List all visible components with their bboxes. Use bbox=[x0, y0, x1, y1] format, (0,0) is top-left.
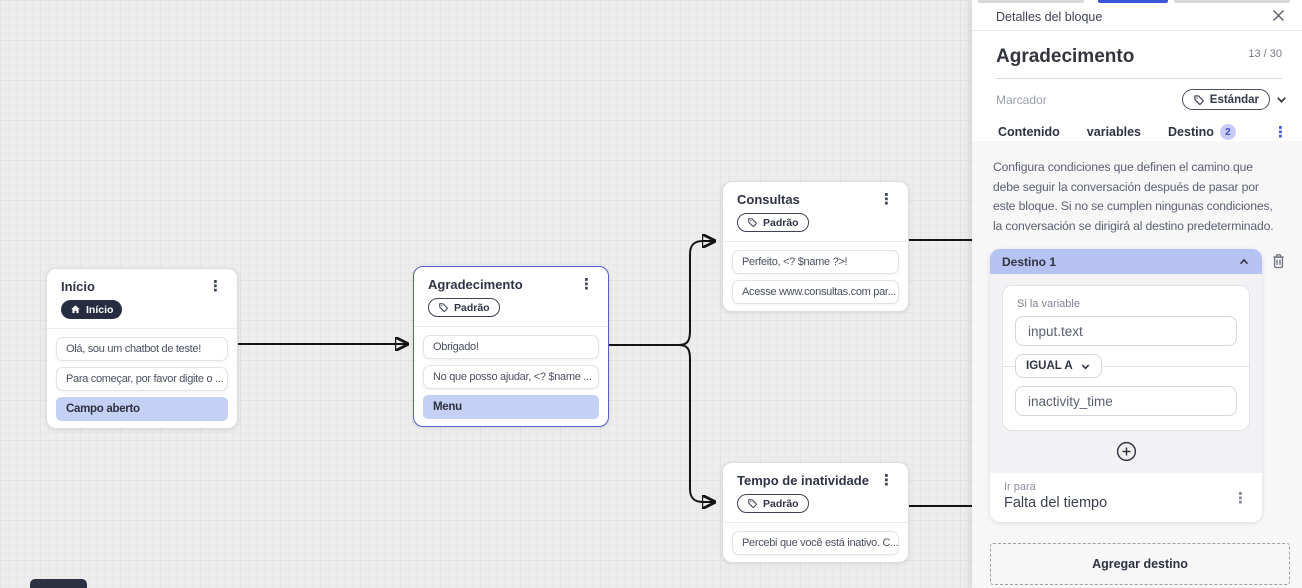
node-title: Agradecimento bbox=[428, 277, 523, 292]
home-icon bbox=[71, 305, 80, 314]
tab-contenido[interactable]: Contenido bbox=[998, 125, 1060, 139]
tab-label: variables bbox=[1086, 125, 1142, 139]
flow-node-consultas[interactable]: Consultas ⋮ Padrão Perfeito, <? $name ?>… bbox=[722, 181, 909, 312]
clipped-tabbar bbox=[972, 0, 1302, 3]
kebab-menu-icon[interactable]: ⋮ bbox=[579, 276, 594, 293]
message-menu[interactable]: Menu bbox=[423, 395, 599, 419]
goto-label: Ir para bbox=[1004, 481, 1036, 493]
badge-label: Padrão bbox=[454, 301, 490, 314]
goto-value[interactable]: Falta del tiempo bbox=[1004, 495, 1108, 511]
message-bubble[interactable]: Perfeito, <? $name ?>! bbox=[732, 250, 899, 274]
char-counter: 13 / 30 bbox=[1248, 48, 1282, 60]
plus-icon bbox=[1116, 441, 1136, 462]
clipped-tab-active-segment bbox=[1098, 0, 1168, 3]
badge-label: Padrão bbox=[763, 216, 799, 229]
kebab-menu-icon[interactable]: ⋮ bbox=[879, 191, 894, 208]
message-open-field[interactable]: Campo aberto bbox=[56, 397, 228, 421]
tab-destino[interactable]: Destino 2 bbox=[1168, 124, 1236, 140]
node-type-badge: Padrão bbox=[737, 213, 809, 232]
destino-header[interactable]: Destino 1 bbox=[990, 249, 1262, 274]
tag-icon bbox=[1194, 94, 1204, 105]
destino-title: Destino 1 bbox=[1002, 254, 1057, 269]
edge-branch-consultas bbox=[678, 241, 713, 346]
variable-input[interactable]: input.text bbox=[1015, 316, 1237, 346]
operator-value: IGUAL A bbox=[1026, 360, 1073, 372]
canvas-scrollbar-thumb[interactable] bbox=[30, 579, 87, 588]
message-bubble[interactable]: Acesse www.consultas.com par... bbox=[732, 280, 899, 304]
tab-variables[interactable]: variables bbox=[1087, 125, 1141, 139]
message-bubble[interactable]: Olá, sou um chatbot de teste! bbox=[56, 337, 228, 361]
marcador-label: Marcador bbox=[996, 92, 1047, 107]
tag-icon bbox=[748, 499, 757, 508]
destino-card: Destino 1 Si la variable input.text IGUA… bbox=[990, 249, 1262, 522]
message-bubble[interactable]: Obrigado! bbox=[423, 335, 599, 359]
block-name-field[interactable]: Agradecimento bbox=[996, 46, 1135, 67]
tab-label: Contenido bbox=[998, 125, 1060, 139]
add-destination-button[interactable]: Agregar destino bbox=[990, 543, 1290, 585]
kebab-menu-icon[interactable]: ⋮ bbox=[208, 278, 223, 295]
chevron-down-icon[interactable] bbox=[1275, 93, 1288, 106]
clipped-tab-segment bbox=[1174, 0, 1290, 3]
chevron-up-icon[interactable] bbox=[1238, 256, 1250, 268]
tag-icon bbox=[439, 303, 448, 312]
tab-label: Destino bbox=[1168, 125, 1214, 139]
flow-node-agradecimento[interactable]: Agradecimento ⋮ Padrão Obrigado! No que … bbox=[413, 266, 609, 427]
tag-icon bbox=[748, 218, 757, 227]
node-divider bbox=[723, 522, 908, 523]
destino-description: Configura condiciones que definen el cam… bbox=[993, 160, 1274, 233]
panel-title: Detalles del bloque bbox=[996, 9, 1103, 24]
node-divider bbox=[47, 328, 237, 329]
value-input[interactable]: inactivity_time bbox=[1015, 386, 1237, 416]
operator-select[interactable]: IGUAL A bbox=[1015, 354, 1102, 378]
node-title: Tempo de inatividade bbox=[737, 473, 869, 488]
condition-card: Si la variable input.text IGUAL A inacti… bbox=[1002, 285, 1250, 431]
goto-row: Ir para Falta del tiempo ⋮ bbox=[990, 473, 1262, 522]
chevron-down-icon bbox=[1081, 363, 1089, 370]
badge-label: Padrão bbox=[763, 497, 799, 510]
message-bubble[interactable]: Para começar, por favor digite o ... bbox=[56, 367, 228, 391]
block-details-panel: Detalles del bloque Agradecimento 13 / 3… bbox=[972, 0, 1302, 588]
message-bubble[interactable]: No que posso ajudar, <? $name ... bbox=[423, 365, 599, 389]
message-bubble[interactable]: Percebi que você está inativo. C... bbox=[732, 531, 899, 555]
kebab-menu-icon[interactable]: ⋮ bbox=[1273, 124, 1288, 141]
condition-label: Si la variable bbox=[1017, 298, 1080, 310]
node-type-badge: Início bbox=[61, 300, 123, 319]
close-icon[interactable] bbox=[1271, 8, 1286, 23]
node-title: Consultas bbox=[737, 192, 800, 207]
flow-node-tempo-inatividade[interactable]: Tempo de inatividade ⋮ Padrão Percebi qu… bbox=[722, 462, 909, 563]
destino-count-badge: 2 bbox=[1219, 124, 1236, 140]
kebab-menu-icon[interactable]: ⋮ bbox=[879, 472, 894, 489]
node-divider bbox=[723, 241, 908, 242]
node-type-badge: Padrão bbox=[737, 494, 809, 513]
trash-icon[interactable] bbox=[1271, 253, 1286, 269]
marcador-select[interactable]: Estándar bbox=[1181, 89, 1270, 110]
marcador-value: Estándar bbox=[1209, 93, 1259, 106]
add-condition-button[interactable] bbox=[1116, 441, 1137, 462]
node-type-badge: Padrão bbox=[428, 298, 500, 317]
node-title: Início bbox=[61, 279, 95, 294]
kebab-menu-icon[interactable]: ⋮ bbox=[1233, 490, 1248, 507]
badge-label: Início bbox=[86, 303, 114, 316]
edge-branch-tempo bbox=[678, 344, 713, 502]
node-divider bbox=[414, 326, 608, 327]
flow-node-inicio[interactable]: Início ⋮ Início Olá, sou um chatbot de t… bbox=[46, 268, 238, 429]
clipped-tab-segment bbox=[978, 0, 1084, 3]
